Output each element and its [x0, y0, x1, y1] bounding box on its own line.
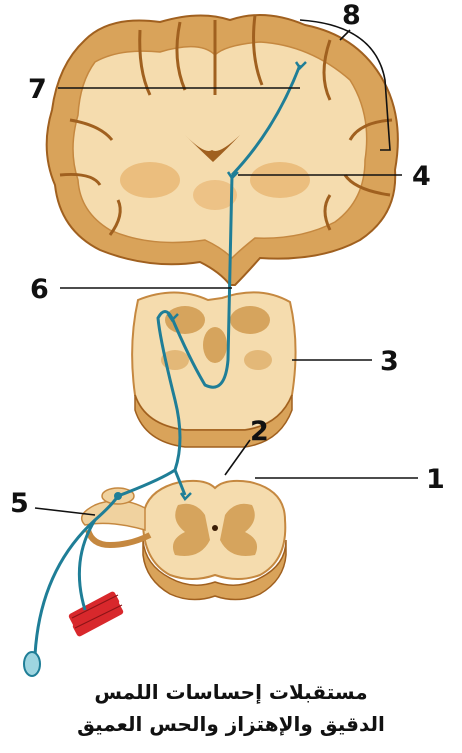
skin-receptor — [24, 652, 40, 676]
label-5: 5 — [10, 488, 29, 519]
label-7: 7 — [28, 74, 47, 105]
label-8: 8 — [342, 0, 361, 31]
label-3: 3 — [380, 346, 399, 377]
caption-line-2: الدقيق والإهتزاز والحس العميق — [0, 712, 462, 736]
brain-coronal-section — [47, 15, 398, 285]
label-4: 4 — [412, 161, 431, 192]
medulla-section — [132, 292, 295, 447]
label-2: 2 — [250, 416, 269, 447]
caption-line-1: مستقبلات إحساسات اللمس — [0, 680, 462, 704]
ganglion-cell-body — [114, 492, 122, 500]
label-1: 1 — [426, 464, 445, 495]
leader-8 — [340, 30, 350, 40]
muscle-spindle — [68, 591, 124, 638]
spinal-cord-section — [143, 481, 286, 600]
label-6: 6 — [30, 274, 49, 305]
